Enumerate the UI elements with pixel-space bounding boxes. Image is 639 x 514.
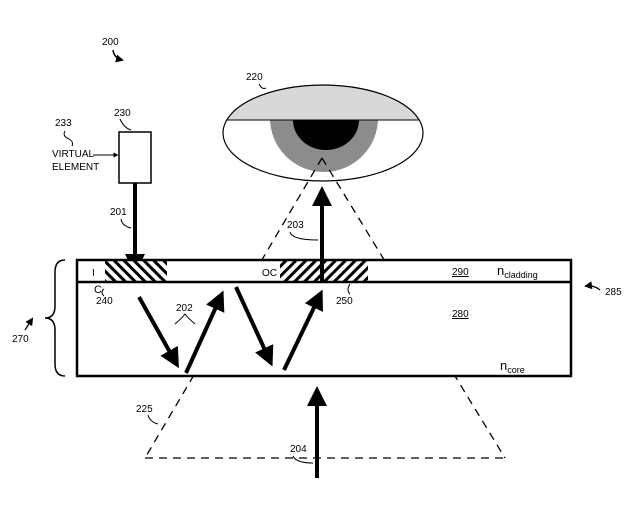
n-core: ncore (500, 358, 525, 375)
figure-number: 200 (102, 37, 119, 48)
n-cladding: ncladding (497, 263, 538, 280)
virtual-element-ref-label: 233 (55, 118, 72, 129)
waveguide (75, 258, 573, 378)
input-coupler-letter-i: I (92, 268, 95, 279)
guided-light-arrows (137, 286, 323, 374)
virtual-element-box-label: 230 (114, 108, 131, 119)
virtual-element-text-2: ELEMENT (52, 162, 99, 173)
guided-light-label: 202 (176, 303, 193, 314)
waveguide-label: 285 (605, 287, 622, 298)
virtual-element-box (118, 131, 152, 184)
input-coupler-letter-c: C (94, 284, 102, 296)
figure-pointer (112, 49, 124, 63)
output-coupler-label: 250 (336, 296, 353, 307)
input-coupler-label: 240 (96, 296, 113, 307)
core-label: 280 (452, 309, 469, 320)
display-stack-label: 270 (12, 334, 29, 345)
pupil (293, 120, 359, 150)
eye-label: 220 (246, 72, 263, 83)
output-light-label: 203 (287, 220, 304, 231)
virtual-element-text-1: VIRTUAL (52, 149, 94, 160)
world-light-label: 204 (290, 444, 307, 455)
display-stack-brace (44, 259, 66, 377)
input-coupler-grating (105, 261, 167, 281)
output-coupler-letters: OC (262, 268, 277, 279)
input-light-label: 201 (110, 207, 127, 218)
cladding-label: 290 (452, 267, 469, 278)
eye (222, 84, 424, 182)
field-of-view-label: 225 (136, 404, 153, 415)
